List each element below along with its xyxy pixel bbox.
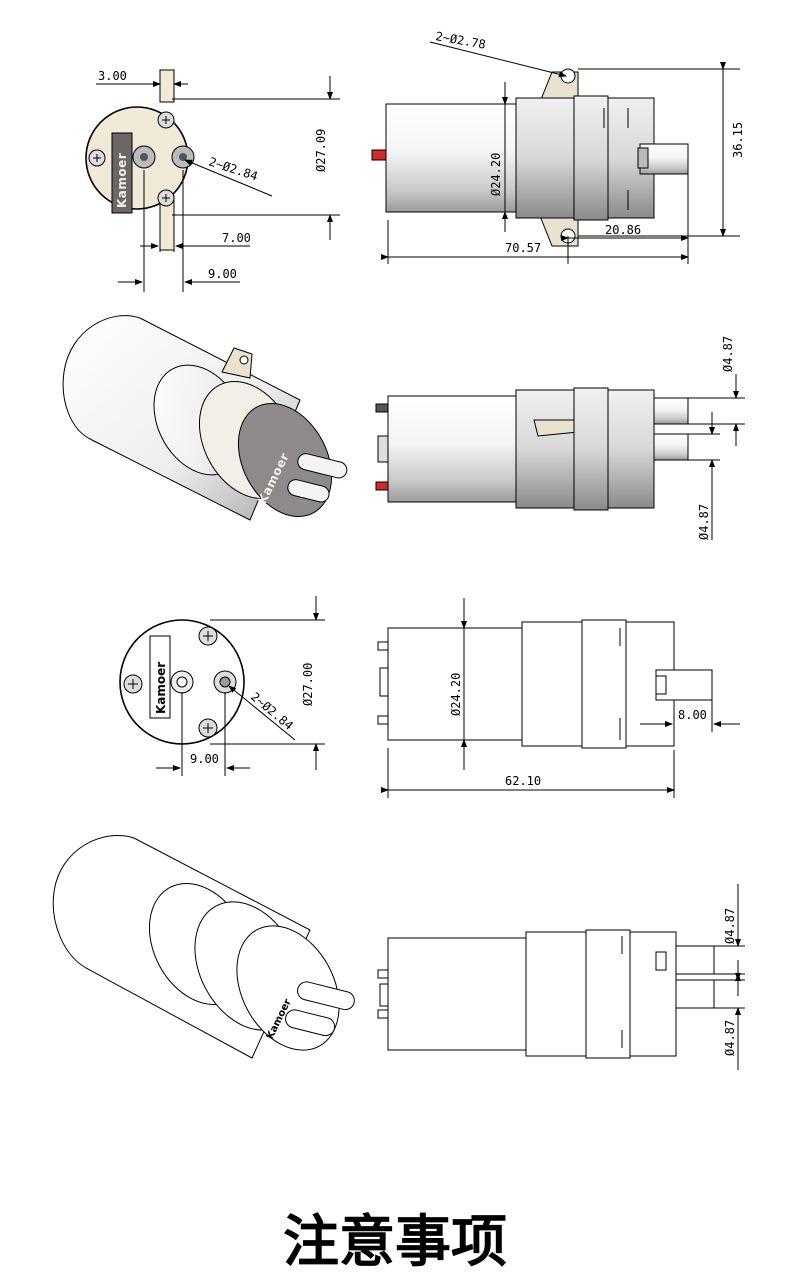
- dim-hole-top: 2~Ø2.84: [207, 155, 259, 184]
- dim-hole-bottom: 2~Ø2.84: [248, 690, 296, 733]
- isometric-view-2: Kamoer: [52, 834, 355, 1059]
- dim-9-top: 9.00: [208, 267, 237, 281]
- dim-4-87-bottom: Ø4.87: [697, 504, 711, 540]
- side-view-4: Ø4.87 Ø4.87: [377, 884, 745, 1070]
- isometric-view-1: Kamoer: [62, 315, 348, 521]
- front-view-bottom: Kamoer Ø27.00 2~Ø2.84 9.00: [119, 596, 325, 776]
- dim-24-20-bottom: Ø24.20: [449, 673, 463, 716]
- dim-3: 3.00: [98, 69, 127, 83]
- dim-27-09: Ø27.09: [314, 129, 328, 172]
- dim-24-20-top: Ø24.20: [489, 153, 503, 196]
- dim-8: 8.00: [678, 708, 707, 722]
- terminal-red: [371, 149, 387, 161]
- pump-housing: [515, 97, 575, 219]
- dim-4-87-top: Ø4.87: [721, 336, 735, 372]
- dim-36-15: 36.15: [731, 122, 745, 158]
- dim-70-57: 70.57: [505, 241, 541, 255]
- dim-4-87-bottom-2: Ø4.87: [723, 1020, 737, 1056]
- technical-drawing-sheet: Kamoer 3.00 Ø27.09 2~Ø2.84 7.00 9.00: [52, 29, 745, 1070]
- dim-4-87-top-2: Ø4.87: [723, 908, 737, 944]
- front-view-top: Kamoer 3.00 Ø27.09 2~Ø2.84 7.00 9.00: [85, 69, 340, 292]
- dim-9-bottom: 9.00: [190, 752, 219, 766]
- brand-logo: [111, 132, 133, 214]
- dim-mount-hole: 2~Ø2.78: [434, 29, 486, 52]
- dim-7: 7.00: [222, 231, 251, 245]
- side-view-top: 2~Ø2.78 Ø24.20 36.15 20.86 70.57: [371, 29, 745, 264]
- mount-hole: [560, 68, 576, 84]
- side-view-2: Ø4.87 Ø4.87: [375, 336, 745, 540]
- section-title: 注意事项: [283, 1210, 507, 1275]
- dim-62-10: 62.10: [505, 774, 541, 788]
- dim-20-86: 20.86: [605, 223, 641, 237]
- side-view-3: Ø24.20 8.00 62.10: [377, 598, 740, 798]
- brand-text-bottom: Kamoer: [154, 662, 168, 714]
- screw-icon: [88, 111, 175, 207]
- dim-27-00: Ø27.00: [301, 663, 315, 706]
- brand-text: Kamoer: [115, 153, 129, 208]
- motor-body: [385, 103, 517, 213]
